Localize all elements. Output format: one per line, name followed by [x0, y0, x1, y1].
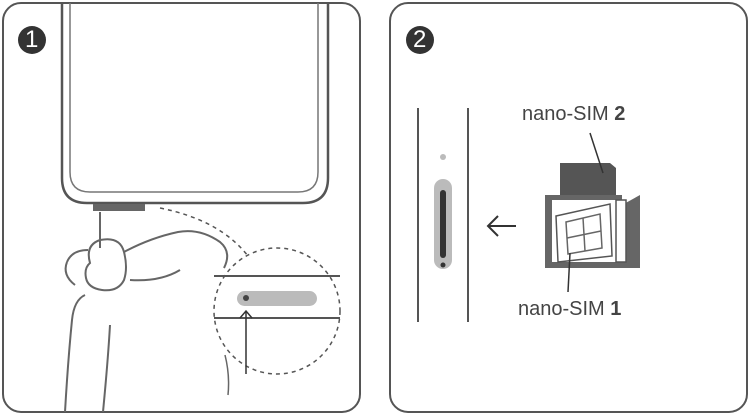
side-slot-inner — [440, 190, 446, 258]
sim1-leader — [567, 252, 571, 293]
sim-slot — [93, 204, 145, 211]
side-pinhole — [440, 262, 446, 268]
nano-sim-1-number: 1 — [610, 298, 622, 320]
zoom-pin-arrowhead — [239, 309, 253, 319]
nano-sim-1-label: nano-SIM 1 — [518, 299, 621, 319]
hand-sleeve — [224, 354, 230, 396]
nano-sim-1-text: nano-SIM — [518, 298, 611, 320]
step-1-badge — [18, 26, 46, 54]
sim2-leader — [589, 132, 604, 174]
phone-illustration — [60, 3, 330, 205]
nano-sim-2-label: nano-SIM 2 — [522, 104, 625, 124]
sim-tray — [545, 163, 640, 268]
zoom-pinhole — [243, 295, 249, 301]
panel-1-frame — [2, 2, 361, 413]
zoom-slot — [237, 291, 317, 306]
nano-sim-2-number: 2 — [614, 103, 626, 125]
side-dot — [440, 154, 446, 160]
hand-illustration — [64, 230, 229, 413]
step-2-number: 2 — [413, 26, 427, 53]
nano-sim-2-text: nano-SIM — [522, 103, 615, 125]
step-2-badge — [406, 26, 434, 54]
step-1-number: 1 — [25, 26, 39, 53]
zoom-circle — [213, 247, 341, 375]
insert-arrow — [486, 215, 516, 237]
panel-2-frame — [389, 2, 748, 413]
zoom-connector — [159, 207, 249, 257]
